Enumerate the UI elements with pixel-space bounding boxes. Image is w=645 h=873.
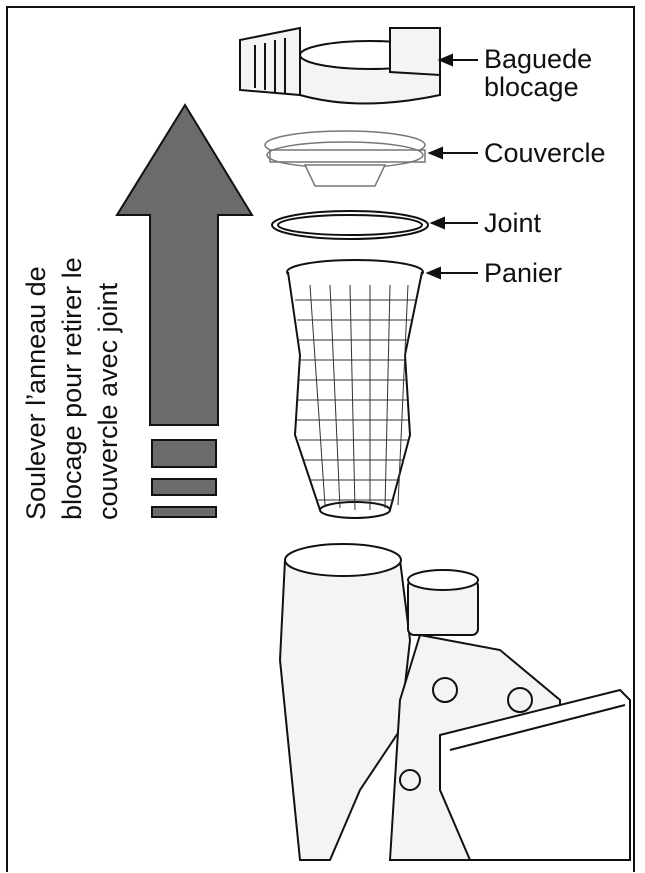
pump-body-part <box>278 543 631 861</box>
gasket-part <box>271 210 429 240</box>
basket-part <box>286 259 424 519</box>
label-ring-line2: blocage <box>484 72 579 102</box>
instruction-line-3: couvercle avec joint <box>93 282 123 520</box>
leader-arrows <box>425 53 478 280</box>
lift-arrow-bar-2 <box>151 478 217 496</box>
lid-part <box>264 130 426 187</box>
lift-arrow-bar-1 <box>151 439 217 468</box>
instruction-line-1: Soulever l’anneau de <box>21 266 51 520</box>
lift-arrow-bar-3 <box>151 506 217 518</box>
locking-ring-part <box>239 26 441 105</box>
label-basket: Panier <box>484 258 563 288</box>
label-gasket: Joint <box>484 208 542 238</box>
instruction-line-2: blocage pour retirer le <box>57 257 87 520</box>
instruction-text: Soulever l’anneau de blocage pour retire… <box>18 190 126 520</box>
basket-mesh <box>295 284 416 511</box>
label-ring-line1: Baguede <box>484 44 593 74</box>
label-lid: Couvercle <box>484 138 606 168</box>
lift-arrow <box>115 103 254 426</box>
